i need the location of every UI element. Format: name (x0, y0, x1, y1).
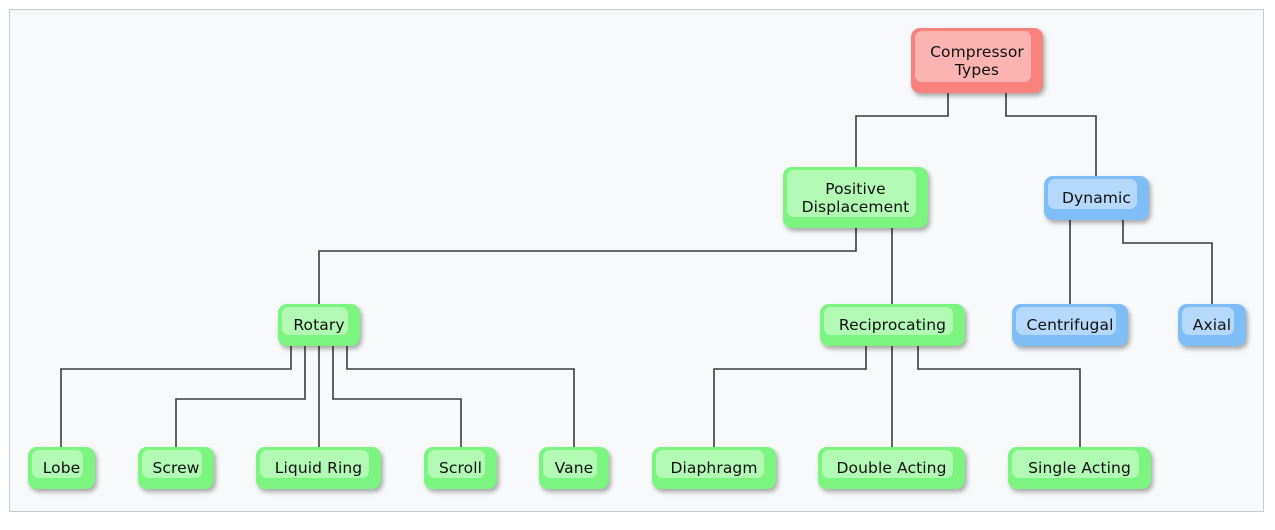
node-rotary[interactable]: Rotary (278, 304, 360, 346)
node-label: Reciprocating (838, 316, 947, 334)
node-label: Axial (1192, 316, 1232, 334)
node-label: Scroll (438, 459, 483, 477)
node-posdisp[interactable]: Positive Displacement (783, 167, 928, 228)
node-gloss-highlight (543, 450, 597, 478)
node-gloss-highlight (822, 450, 953, 478)
node-label: Rotary (293, 316, 345, 334)
node-axial[interactable]: Axial (1178, 304, 1246, 346)
node-gloss-highlight (824, 307, 953, 335)
node-gloss-highlight (1182, 307, 1234, 335)
edge-root-to-posdisp (855, 93, 949, 167)
node-scroll[interactable]: Scroll (424, 447, 497, 489)
node-singleacting[interactable]: Single Acting (1008, 447, 1151, 489)
edge-rotary-to-lobe (60, 346, 292, 447)
node-liquidring[interactable]: Liquid Ring (256, 447, 381, 489)
node-gloss-highlight (32, 450, 83, 478)
node-label: Single Acting (1028, 459, 1131, 477)
edge-rotary-to-scroll (332, 346, 462, 447)
node-label: Lobe (42, 459, 81, 477)
node-lobe[interactable]: Lobe (28, 447, 95, 489)
node-gloss-highlight (915, 31, 1031, 82)
node-label: Diaphragm (670, 459, 758, 477)
node-gloss-highlight (260, 450, 369, 478)
node-gloss-highlight (142, 450, 202, 478)
node-gloss-highlight (428, 450, 485, 478)
node-label: Liquid Ring (274, 459, 363, 477)
node-gloss-highlight (656, 450, 764, 478)
node-centrifugal[interactable]: Centrifugal (1012, 304, 1128, 346)
node-diaphragm[interactable]: Diaphragm (652, 447, 776, 489)
edge-recip-to-singleacting (917, 346, 1081, 447)
edge-root-to-dynamic (1005, 93, 1097, 176)
node-gloss-highlight (787, 170, 916, 217)
node-label: Screw (152, 459, 200, 477)
node-gloss-highlight (282, 307, 348, 335)
node-recip[interactable]: Reciprocating (820, 304, 965, 346)
node-gloss-highlight (1048, 179, 1137, 209)
edge-dynamic-to-axial (1122, 220, 1213, 304)
edge-rotary-to-screw (175, 346, 306, 447)
node-label: Centrifugal (1026, 316, 1114, 334)
node-label: Compressor Types (930, 42, 1024, 79)
node-doubleacting[interactable]: Double Acting (818, 447, 965, 489)
node-vane[interactable]: Vane (539, 447, 609, 489)
node-label: Dynamic (1061, 189, 1132, 207)
node-label: Vane (554, 459, 594, 477)
node-gloss-highlight (1016, 307, 1116, 335)
node-root[interactable]: Compressor Types (911, 28, 1043, 93)
edge-recip-to-diaphragm (713, 346, 867, 447)
edge-rotary-to-vane (346, 346, 575, 447)
node-screw[interactable]: Screw (138, 447, 214, 489)
edge-layer (60, 93, 1213, 447)
node-dynamic[interactable]: Dynamic (1044, 176, 1149, 220)
node-gloss-highlight (1012, 450, 1139, 478)
node-label: Double Acting (836, 459, 947, 477)
node-label: Positive Displacement (801, 179, 910, 216)
edge-posdisp-to-rotary (318, 228, 857, 304)
